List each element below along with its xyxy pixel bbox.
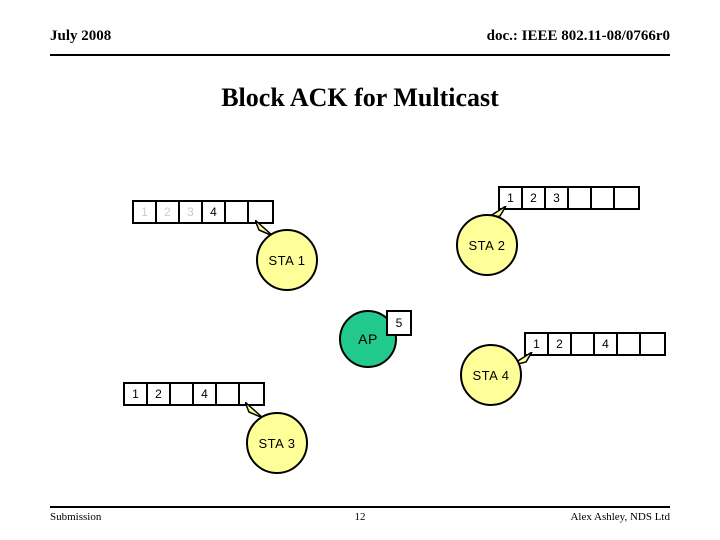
- node-sta1: STA 1: [256, 229, 318, 291]
- bitmap-cell: 1: [526, 334, 549, 354]
- bitmap-cell: 4: [595, 334, 618, 354]
- bitmap-cell: 2: [148, 384, 171, 404]
- sta2-bitmap: 1 2 3: [498, 186, 640, 210]
- bitmap-cell: [618, 334, 641, 354]
- bitmap-cell: [569, 188, 592, 208]
- node-sta1-label: STA 1: [268, 252, 306, 268]
- node-sta4-label: STA 4: [472, 367, 510, 383]
- bitmap-cell: [572, 334, 595, 354]
- slide-title: Block ACK for Multicast: [221, 83, 499, 112]
- sta1-bitmap: 1 2 3 4: [132, 200, 274, 224]
- header-doc-id: doc.: IEEE 802.11-08/0766r0: [486, 28, 670, 44]
- bitmap-cell: 2: [157, 202, 180, 222]
- sta4-bitmap: 1 2 4: [524, 332, 666, 356]
- ap-sequence-box: 5: [386, 310, 412, 336]
- bitmap-cell: 2: [523, 188, 546, 208]
- bitmap-cell: 3: [546, 188, 569, 208]
- header-date: July 2008: [50, 28, 112, 44]
- ap-sequence-value: 5: [395, 316, 403, 330]
- bitmap-cell: 4: [203, 202, 226, 222]
- bitmap-cell: [171, 384, 194, 404]
- node-ap-label: AP: [358, 331, 378, 347]
- sta3-bitmap: 1 2 4: [123, 382, 265, 406]
- sta1-callout-tail: [255, 220, 274, 237]
- bitmap-cell: [641, 334, 664, 354]
- bitmap-cell: [226, 202, 249, 222]
- bitmap-cell: 3: [180, 202, 203, 222]
- bitmap-cell: 2: [549, 334, 572, 354]
- node-sta2-label: STA 2: [468, 237, 506, 253]
- footer-submission: Submission: [50, 511, 102, 523]
- sta3-callout-tail: [245, 402, 264, 419]
- bitmap-cell: 1: [134, 202, 157, 222]
- bitmap-cell: [249, 202, 272, 222]
- slide-footer: Submission 12 Alex Ashley, NDS Ltd: [50, 506, 670, 530]
- node-sta4: STA 4: [460, 344, 522, 406]
- bitmap-cell: [615, 188, 638, 208]
- node-sta3: STA 3: [246, 412, 308, 474]
- bitmap-cell: [240, 384, 263, 404]
- node-sta2: STA 2: [456, 214, 518, 276]
- footer-page-number: 12: [354, 511, 366, 523]
- bitmap-cell: [217, 384, 240, 404]
- footer-author: Alex Ashley, NDS Ltd: [570, 511, 670, 523]
- bitmap-cell: 1: [500, 188, 523, 208]
- bitmap-cell: [592, 188, 615, 208]
- node-sta3-label: STA 3: [258, 435, 296, 451]
- bitmap-cell: 1: [125, 384, 148, 404]
- slide-header: July 2008 doc.: IEEE 802.11-08/0766r0: [50, 28, 670, 56]
- bitmap-cell: 4: [194, 384, 217, 404]
